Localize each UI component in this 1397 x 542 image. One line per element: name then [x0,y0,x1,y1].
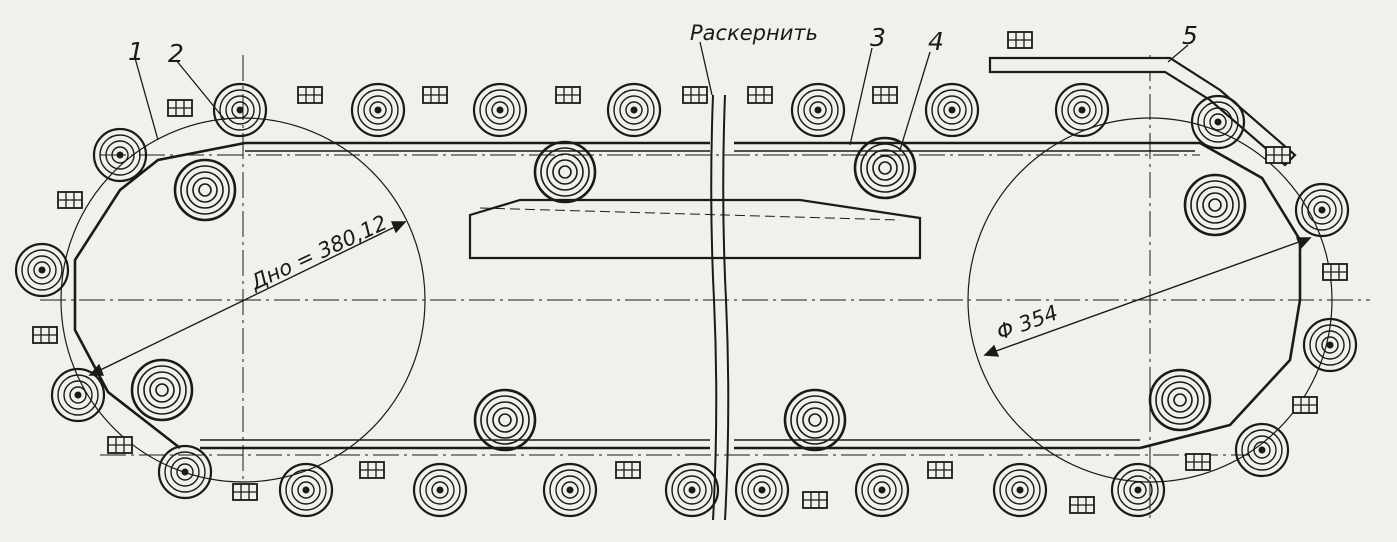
label-part-4: 4 [928,27,944,56]
break-line [710,94,730,521]
leader-lines [134,41,1189,151]
chain-body [73,141,1302,450]
label-part-3: 3 [870,23,886,52]
chain-body-inner [200,150,1195,441]
chain-guard [988,56,1297,167]
sprockets [130,136,1247,452]
center-plate [468,198,922,260]
dimension-lines [88,221,1312,376]
label-part-1: 1 [128,37,144,66]
label-bottom-diameter: Дно = 380,12 [246,210,391,294]
label-part-5: 5 [1182,21,1198,50]
label-center-punch: Раскернить [690,21,818,45]
label-part-2: 2 [168,39,184,68]
label-diameter: Φ 354 [994,300,1062,344]
centerlines [40,55,1370,520]
